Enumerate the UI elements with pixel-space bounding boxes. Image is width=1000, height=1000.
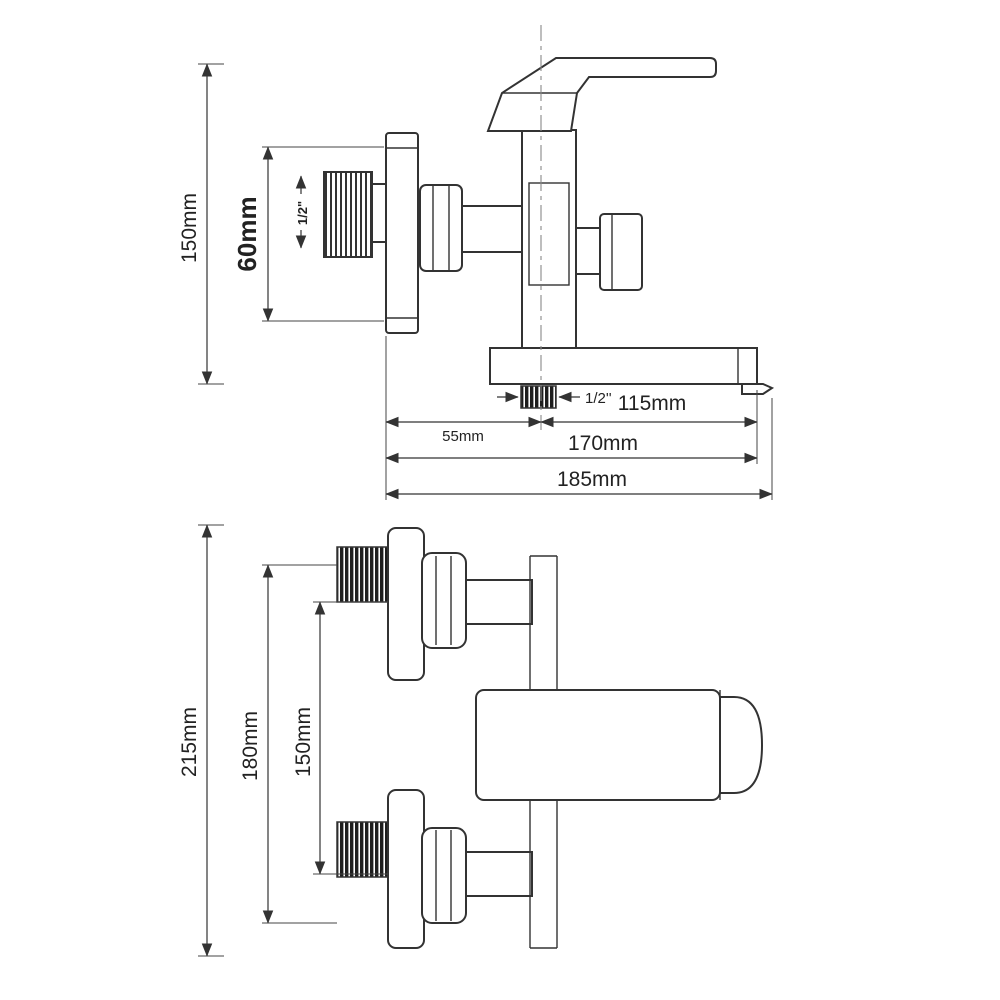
dim-label: 150mm: [292, 707, 315, 777]
spout-front-body: [475, 689, 721, 801]
dim-label: 185mm: [557, 468, 627, 491]
dim-side-overall-height: 150mm: [178, 63, 224, 385]
spout-side: [489, 347, 758, 385]
hex-nut-side: [419, 184, 463, 272]
wall-plate-side: [385, 132, 419, 334]
wall-flange-top: [387, 527, 425, 681]
inlet-thread-top: [336, 546, 389, 603]
dim-overall-depth: 185mm: [385, 468, 773, 500]
inlet-thread-side: [323, 171, 373, 258]
wall-flange-bottom: [387, 789, 425, 949]
dim-label: 1/2'': [585, 390, 612, 407]
dim-inlet-thread: 1/2": [295, 175, 310, 249]
aerator: [741, 383, 775, 395]
dim-label: 150mm: [178, 193, 201, 263]
spout-front-cap: [719, 696, 764, 794]
hex-nut-top: [421, 552, 467, 649]
dim-front-overall-height: 215mm: [178, 524, 224, 957]
side-view-dimensions: 150mm 60mm 1/2" 1/2'': [178, 63, 773, 500]
dim-label: 180mm: [239, 711, 262, 781]
dim-label: 60mm: [232, 196, 262, 271]
cartridge-face: [528, 182, 570, 286]
dim-label: 170mm: [568, 432, 638, 455]
hex-nut-bottom: [421, 827, 467, 924]
diverter-stub: [575, 227, 601, 275]
dim-plate-height: 60mm: [232, 146, 384, 322]
dim-label: 55mm: [442, 428, 484, 445]
inlet-thread-bottom: [336, 821, 389, 878]
diverter-knob: [599, 213, 643, 291]
dim-wall-to-center: 55mm: [385, 416, 542, 445]
dim-inlet-spacing: 150mm: [292, 601, 388, 875]
front-view-faucet: [336, 527, 764, 949]
dim-label: 215mm: [178, 707, 201, 777]
side-view: 150mm 60mm 1/2" 1/2'': [178, 25, 775, 500]
front-view: 215mm 180mm 150mm: [178, 524, 764, 957]
side-view-faucet: [323, 25, 775, 430]
body-riser: [529, 555, 558, 949]
inlet-pipe-side: [461, 205, 523, 253]
front-view-dimensions: 215mm 180mm 150mm: [178, 524, 388, 957]
inlet-pipe-bottom: [465, 851, 533, 897]
dim-label: 115mm: [618, 392, 686, 415]
hose-thread: [520, 385, 557, 409]
dim-hose-thread: 1/2'': [497, 390, 612, 407]
handle-lever: [486, 57, 717, 132]
dim-wall-to-spout: 170mm: [385, 432, 758, 464]
inlet-pipe-top: [465, 579, 533, 625]
dim-flange-span: 180mm: [239, 564, 337, 924]
dim-center-to-spout: 115mm: [540, 392, 758, 428]
dim-label: 1/2": [295, 201, 310, 225]
